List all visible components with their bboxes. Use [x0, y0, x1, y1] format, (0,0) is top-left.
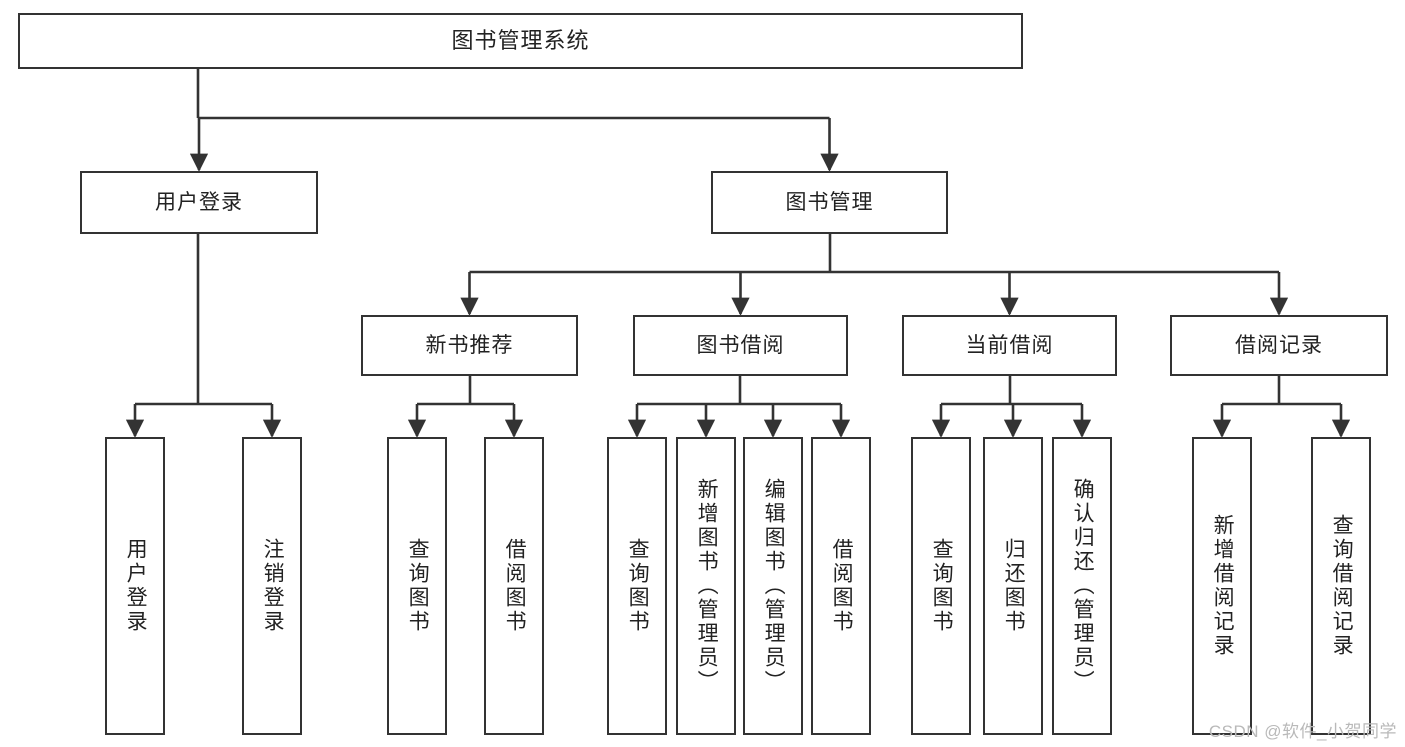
- leaf-confirm-return-admin[interactable]: 确认归还（管理员）: [1052, 437, 1112, 735]
- edge-group: [125, 69, 1351, 438]
- leaf-query-borrow-record[interactable]: 查询借阅记录: [1311, 437, 1371, 735]
- node-label: 查询图书: [930, 538, 954, 634]
- node-label: 新增图书（管理员）: [695, 478, 719, 694]
- node-label: 图书借阅: [696, 333, 785, 357]
- watermark: CSDN @软件_小贺同学: [1208, 722, 1397, 741]
- leaf-query-book-current[interactable]: 查询图书: [911, 437, 971, 735]
- node-borrow-record[interactable]: 借阅记录: [1170, 315, 1388, 376]
- node-label: 用户登录: [124, 538, 148, 634]
- node-label: 借阅图书: [830, 538, 854, 634]
- node-root-system[interactable]: 图书管理系统: [18, 13, 1023, 69]
- leaf-borrow-book-recommend[interactable]: 借阅图书: [484, 437, 544, 735]
- node-current-borrow[interactable]: 当前借阅: [902, 315, 1117, 376]
- node-book-management[interactable]: 图书管理: [711, 171, 948, 234]
- node-label: 借阅记录: [1235, 333, 1323, 357]
- node-label: 注销登录: [261, 538, 285, 634]
- node-label: 确认归还（管理员）: [1071, 478, 1095, 694]
- node-book-borrow[interactable]: 图书借阅: [633, 315, 848, 376]
- leaf-query-book-borrow[interactable]: 查询图书: [607, 437, 667, 735]
- node-label: 图书管理系统: [451, 27, 590, 53]
- leaf-return-book[interactable]: 归还图书: [983, 437, 1043, 735]
- node-label: 编辑图书（管理员）: [762, 478, 786, 694]
- leaf-logout[interactable]: 注销登录: [242, 437, 302, 735]
- leaf-edit-book-admin[interactable]: 编辑图书（管理员）: [743, 437, 803, 735]
- node-label: 借阅图书: [503, 538, 527, 634]
- node-label: 图书管理: [785, 190, 874, 214]
- leaf-user-login[interactable]: 用户登录: [105, 437, 165, 735]
- node-label: 新书推荐: [425, 333, 514, 357]
- node-label: 用户登录: [155, 190, 243, 214]
- node-label: 新增借阅记录: [1211, 514, 1235, 658]
- node-new-book-recommend[interactable]: 新书推荐: [361, 315, 578, 376]
- node-label: 查询借阅记录: [1330, 514, 1354, 658]
- node-label: 查询图书: [406, 538, 430, 634]
- node-label: 当前借阅: [965, 333, 1054, 357]
- node-user-login[interactable]: 用户登录: [80, 171, 318, 234]
- node-label: 归还图书: [1002, 538, 1026, 634]
- leaf-add-book-admin[interactable]: 新增图书（管理员）: [676, 437, 736, 735]
- leaf-query-book-recommend[interactable]: 查询图书: [387, 437, 447, 735]
- node-label: 查询图书: [626, 538, 650, 634]
- leaf-borrow-book[interactable]: 借阅图书: [811, 437, 871, 735]
- leaf-add-borrow-record[interactable]: 新增借阅记录: [1192, 437, 1252, 735]
